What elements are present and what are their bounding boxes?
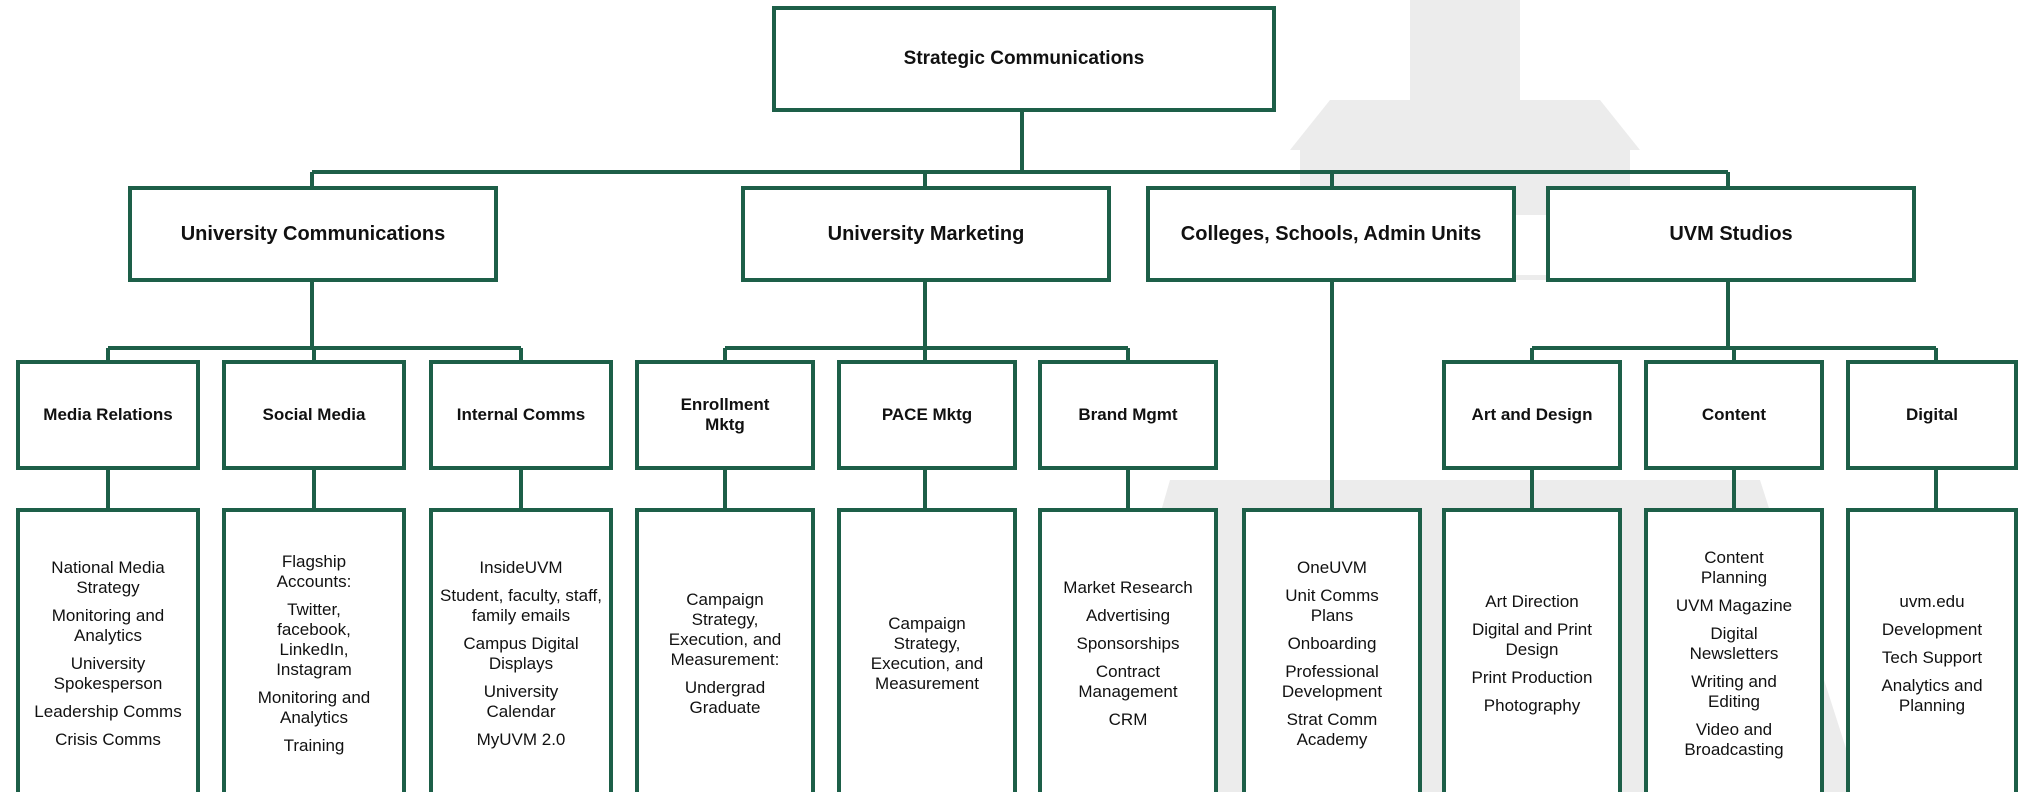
unit-art-and-design: Art and Design xyxy=(1442,360,1622,470)
details-digital: uvm.edu Development Tech Support Analyti… xyxy=(1846,508,2018,792)
detail-item: National Media Strategy xyxy=(51,558,165,597)
detail-item: Twitter, facebook, LinkedIn, Instagram xyxy=(276,600,352,679)
detail-item: Student, faculty, staff, family emails xyxy=(440,586,602,625)
detail-item: Training xyxy=(283,736,345,755)
unit-label: Internal Comms xyxy=(456,405,586,424)
unit-label: Enrollment Mktg xyxy=(680,395,770,434)
detail-item: Digital Newsletters xyxy=(1689,624,1779,663)
unit-pace-mktg: PACE Mktg xyxy=(837,360,1017,470)
detail-item: University Spokesperson xyxy=(53,654,163,693)
details-art-and-design: Art Direction Digital and Print Design P… xyxy=(1442,508,1622,792)
root-node: Strategic Communications xyxy=(772,6,1276,112)
unit-social-media: Social Media xyxy=(222,360,406,470)
unit-label: Social Media xyxy=(262,405,366,424)
details-internal-comms: InsideUVM Student, faculty, staff, famil… xyxy=(429,508,613,792)
detail-item: Unit Comms Plans xyxy=(1285,586,1379,625)
detail-item: Professional Development xyxy=(1281,662,1383,701)
detail-item: Campaign Strategy, Execution, and Measur… xyxy=(668,590,782,669)
detail-item: Monitoring and Analytics xyxy=(51,606,165,645)
detail-item: Digital and Print Design xyxy=(1471,620,1592,659)
unit-label: Art and Design xyxy=(1471,405,1593,424)
detail-item: Flagship Accounts: xyxy=(276,552,352,591)
division-colleges-schools-admin-units: Colleges, Schools, Admin Units xyxy=(1146,186,1516,282)
unit-brand-mgmt: Brand Mgmt xyxy=(1038,360,1218,470)
root-label: Strategic Communications xyxy=(903,48,1145,69)
detail-item: UVM Magazine xyxy=(1675,596,1793,615)
detail-item: CRM xyxy=(1108,710,1148,729)
unit-label: Content xyxy=(1701,405,1767,424)
details-enrollment-mktg: Campaign Strategy, Execution, and Measur… xyxy=(635,508,815,792)
unit-label: PACE Mktg xyxy=(881,405,973,424)
unit-enrollment-mktg: Enrollment Mktg xyxy=(635,360,815,470)
unit-internal-comms: Internal Comms xyxy=(429,360,613,470)
detail-item: uvm.edu xyxy=(1899,592,1965,611)
detail-item: Development xyxy=(1881,620,1983,639)
details-brand-mgmt: Market Research Advertising Sponsorships… xyxy=(1038,508,1218,792)
detail-item: Writing and Editing xyxy=(1691,672,1777,711)
detail-item: Market Research xyxy=(1063,578,1193,597)
details-social-media: Flagship Accounts: Twitter, facebook, Li… xyxy=(222,508,406,792)
detail-item: Photography xyxy=(1483,696,1581,715)
detail-item: Tech Support xyxy=(1881,648,1983,667)
division-label: UVM Studios xyxy=(1669,222,1793,245)
unit-label: Media Relations xyxy=(43,405,173,424)
detail-item: Monitoring and Analytics xyxy=(257,688,371,727)
detail-item: Analytics and Planning xyxy=(1881,676,1983,715)
detail-item: Leadership Comms xyxy=(34,702,182,721)
detail-item: Campus Digital Displays xyxy=(463,634,579,673)
detail-item: Art Direction xyxy=(1485,592,1579,611)
detail-item: Onboarding xyxy=(1287,634,1377,653)
detail-item: OneUVM xyxy=(1297,558,1367,577)
detail-item: Advertising xyxy=(1085,606,1171,625)
details-content: Content Planning UVM Magazine Digital Ne… xyxy=(1644,508,1824,792)
unit-media-relations: Media Relations xyxy=(16,360,200,470)
division-university-communications: University Communications xyxy=(128,186,498,282)
detail-item: Print Production xyxy=(1471,668,1593,687)
detail-item: Strat Comm Academy xyxy=(1286,710,1378,749)
detail-item: Crisis Comms xyxy=(55,730,161,749)
detail-item: Content Planning xyxy=(1700,548,1768,587)
details-colleges-schools-admin-units: OneUVM Unit Comms Plans Onboarding Profe… xyxy=(1242,508,1422,792)
unit-label: Digital xyxy=(1906,405,1958,424)
detail-item: InsideUVM xyxy=(479,558,563,577)
division-uvm-studios: UVM Studios xyxy=(1546,186,1916,282)
division-label: University Communications xyxy=(180,222,446,245)
division-label: Colleges, Schools, Admin Units xyxy=(1180,222,1482,245)
detail-item: MyUVM 2.0 xyxy=(476,730,566,749)
detail-item: University Calendar xyxy=(483,682,559,721)
division-label: University Marketing xyxy=(827,222,1025,245)
detail-item: Sponsorships xyxy=(1076,634,1180,653)
detail-item: Contract Management xyxy=(1078,662,1178,701)
details-media-relations: National Media Strategy Monitoring and A… xyxy=(16,508,200,792)
detail-item: Undergrad Graduate xyxy=(684,678,766,717)
details-pace-mktg: Campaign Strategy, Execution, and Measur… xyxy=(837,508,1017,792)
detail-item: Campaign Strategy, Execution, and Measur… xyxy=(870,614,984,693)
detail-item: Video and Broadcasting xyxy=(1684,720,1784,759)
division-university-marketing: University Marketing xyxy=(741,186,1111,282)
unit-label: Brand Mgmt xyxy=(1078,405,1178,424)
unit-content: Content xyxy=(1644,360,1824,470)
unit-digital: Digital xyxy=(1846,360,2018,470)
